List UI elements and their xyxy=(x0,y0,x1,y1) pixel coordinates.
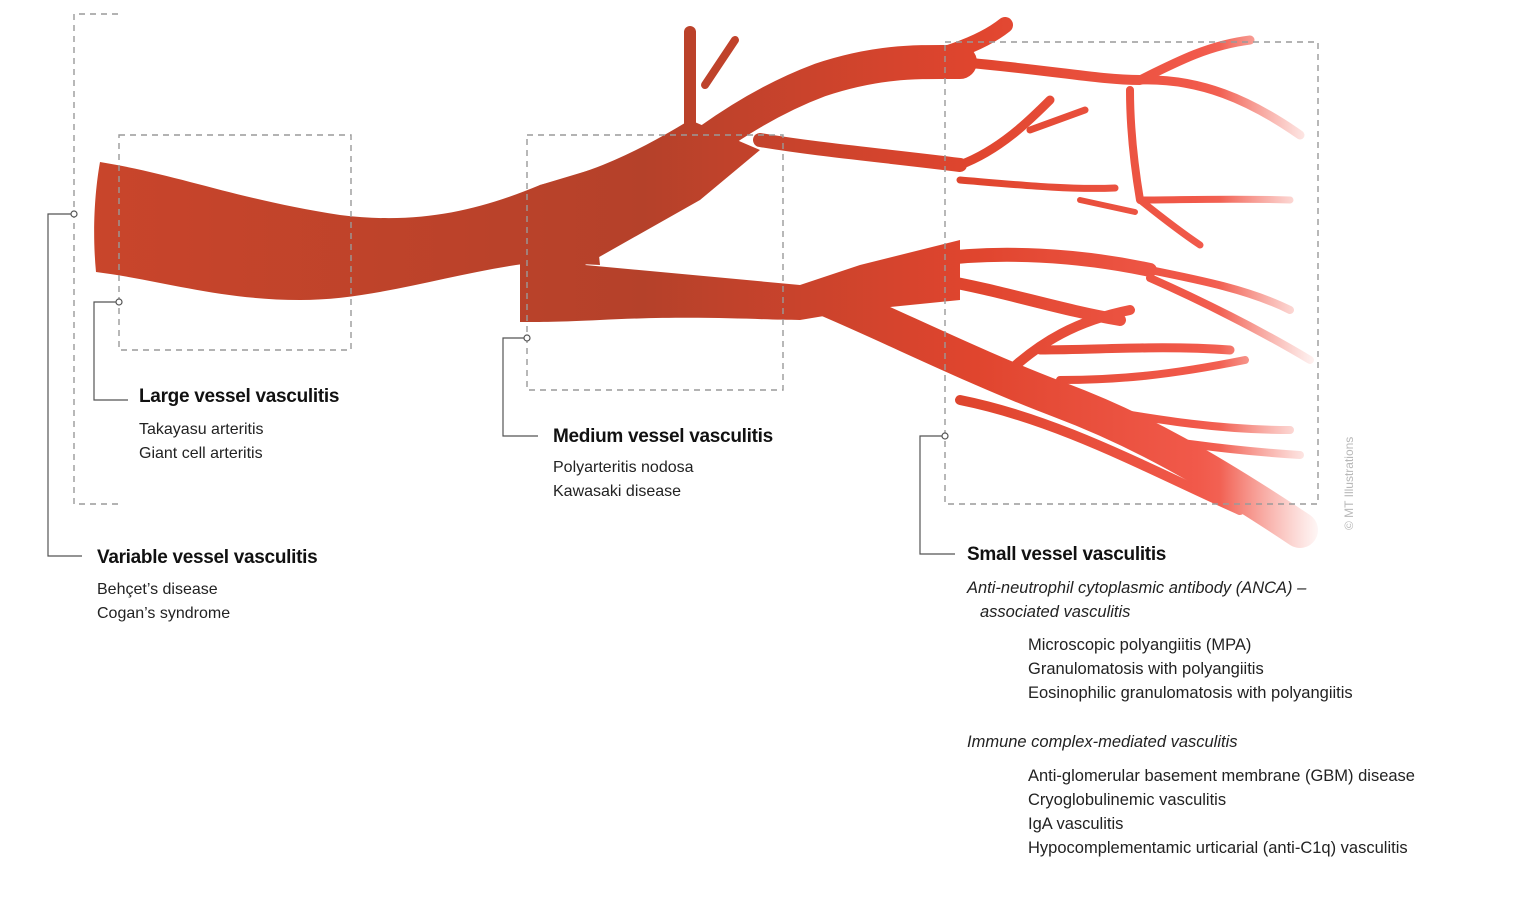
fade-overlay xyxy=(1220,0,1330,600)
small-vessel-title: Small vessel vasculitis xyxy=(967,544,1167,565)
large-vessel-title: Large vessel vasculitis xyxy=(139,386,340,407)
region-boxes xyxy=(73,13,1319,505)
medium-vessel-item-2: Kawasaki disease xyxy=(553,483,682,500)
leader-lines xyxy=(47,210,955,557)
immune-item: Anti-glomerular basement membrane (GBM) … xyxy=(1028,767,1415,785)
variable-vessel-item-2: Cogan’s syndrome xyxy=(97,605,231,622)
anca-list: Microscopic polyangiitis (MPA) Granuloma… xyxy=(1028,633,1353,705)
variable-bracket xyxy=(73,13,118,505)
large-vessel-item-2: Giant cell arteritis xyxy=(139,445,263,462)
immune-complex-heading: Immune complex-mediated vasculitis xyxy=(967,733,1238,751)
immune-item: Cryoglobulinemic vasculitis xyxy=(1028,791,1227,809)
medium-trunk xyxy=(520,120,960,322)
medium-vessel-item-1: Polyarteritis nodosa xyxy=(553,459,694,476)
illustration-credit: © MT Illustrations xyxy=(1342,436,1356,530)
large-vessel-item-1: Takayasu arteritis xyxy=(139,421,264,438)
immune-item: IgA vasculitis xyxy=(1028,815,1124,833)
variable-vessel-title: Variable vessel vasculitis xyxy=(97,547,318,568)
immune-complex-list: Anti-glomerular basement membrane (GBM) … xyxy=(1028,764,1415,860)
anca-heading: Anti-neutrophil cytoplasmic antibody (AN… xyxy=(967,579,1307,597)
anca-item: Granulomatosis with polyangiitis xyxy=(1028,660,1264,678)
anca-item: Microscopic polyangiitis (MPA) xyxy=(1028,636,1252,654)
immune-item: Hypocomplementamic urticarial (anti-C1q)… xyxy=(1028,839,1408,857)
medium-vessel-title: Medium vessel vasculitis xyxy=(553,426,773,447)
anca-heading-continued: associated vasculitis xyxy=(980,603,1131,621)
trunk xyxy=(94,162,600,300)
medium-box xyxy=(526,134,784,391)
large-box xyxy=(118,134,352,351)
variable-vessel-item-1: Behçet’s disease xyxy=(97,581,218,598)
vessel-tree xyxy=(94,17,1318,548)
anca-item: Eosinophilic granulomatosis with polyang… xyxy=(1028,684,1353,702)
